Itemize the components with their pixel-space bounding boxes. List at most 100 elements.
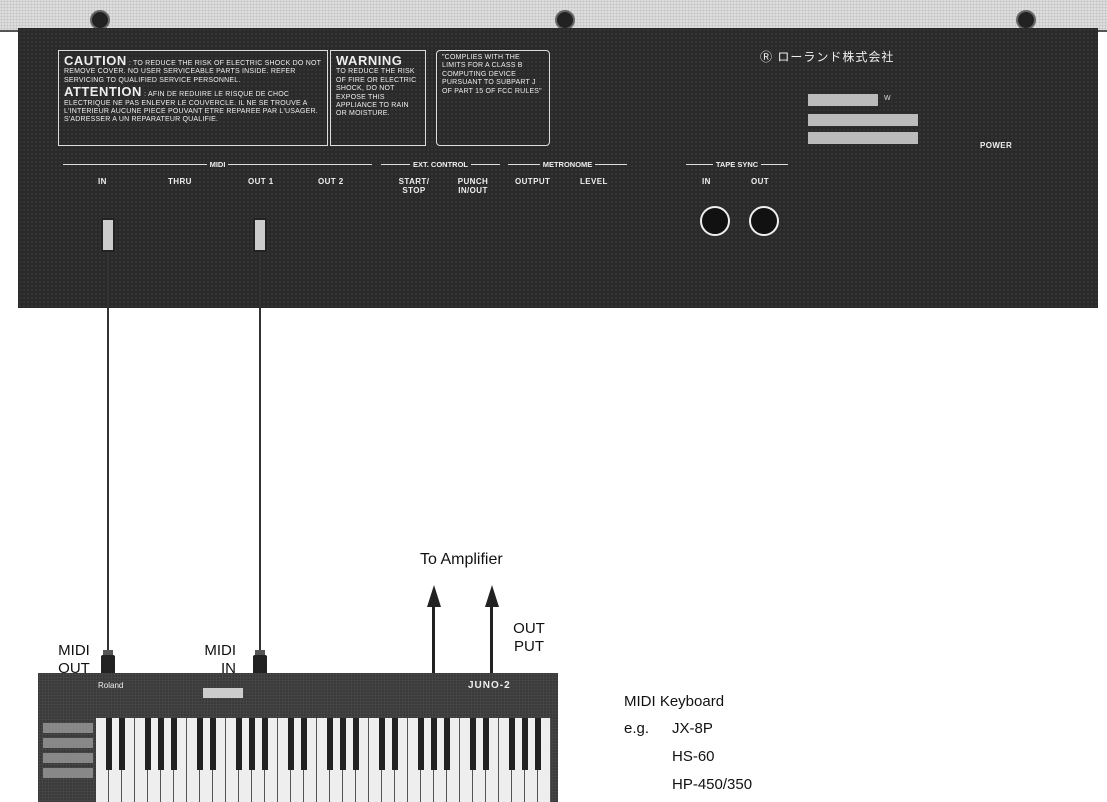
tape-out-jack-icon bbox=[749, 206, 779, 236]
port-label-metronome-level: LEVEL bbox=[580, 177, 608, 186]
attention-title: ATTENTION bbox=[64, 84, 142, 100]
black-key bbox=[509, 718, 515, 770]
white-key bbox=[109, 718, 125, 802]
arrow-shaft bbox=[490, 605, 493, 675]
arrow-up-icon bbox=[427, 585, 441, 607]
black-key bbox=[288, 718, 294, 770]
port-label-metronome-output: OUTPUT bbox=[515, 177, 551, 186]
black-key bbox=[353, 718, 359, 770]
midi-group-label: MIDI bbox=[209, 160, 226, 169]
warning-text: TO REDUCE THE RISK OF FIRE OR ELECTRIC S… bbox=[336, 68, 417, 118]
keyboard-brand: Roland bbox=[98, 681, 124, 690]
black-key bbox=[171, 718, 177, 770]
tape-sync-group-label: TAPE SYNC bbox=[715, 160, 759, 169]
port-label-tape-out: OUT bbox=[751, 177, 770, 186]
white-key bbox=[278, 718, 294, 802]
white-key bbox=[239, 718, 255, 802]
fcc-label: "COMPLIES WITH THE LIMITS FOR A CLASS B … bbox=[436, 50, 550, 146]
maker-name: Ⓡ ローランド株式会社 bbox=[760, 50, 895, 64]
white-key bbox=[174, 718, 187, 802]
black-key bbox=[249, 718, 255, 770]
plug-cap-icon bbox=[103, 650, 113, 655]
white-key bbox=[161, 718, 177, 802]
black-key bbox=[392, 718, 398, 770]
midi-keyboard: Roland JUNO-2 bbox=[38, 673, 558, 802]
white-key bbox=[200, 718, 216, 802]
port-label-midi-out1: OUT 1 bbox=[248, 177, 274, 186]
ext-control-group-label: EXT. CONTROL bbox=[413, 160, 469, 169]
white-key bbox=[382, 718, 398, 802]
metronome-group-label: METRONOME bbox=[542, 160, 593, 169]
black-key bbox=[379, 718, 385, 770]
port-label-start-stop: START/ STOP bbox=[398, 177, 430, 195]
keyboard-display bbox=[203, 688, 243, 698]
white-key bbox=[421, 718, 437, 802]
keyboard-keys bbox=[96, 718, 551, 802]
black-key bbox=[444, 718, 450, 770]
black-key bbox=[483, 718, 489, 770]
midi-cable-left bbox=[107, 252, 109, 654]
white-key bbox=[330, 718, 346, 802]
white-key bbox=[265, 718, 278, 802]
white-key bbox=[356, 718, 369, 802]
black-key bbox=[431, 718, 437, 770]
black-key bbox=[236, 718, 242, 770]
midi-in-label: MIDI IN bbox=[204, 642, 236, 677]
rating-plate bbox=[808, 94, 878, 106]
white-key bbox=[135, 718, 151, 802]
tape-in-jack-icon bbox=[700, 206, 730, 236]
arrow-shaft bbox=[432, 605, 435, 675]
black-key bbox=[262, 718, 268, 770]
white-key bbox=[343, 718, 359, 802]
white-key bbox=[304, 718, 317, 802]
port-label-tape-in: IN bbox=[702, 177, 711, 186]
port-label-punch: PUNCH IN/OUT bbox=[457, 177, 489, 195]
rating-plate-unit: W bbox=[884, 95, 891, 102]
black-key bbox=[418, 718, 424, 770]
white-key bbox=[291, 718, 307, 802]
arrow-up-icon bbox=[485, 585, 499, 607]
ext-control-group-header: EXT. CONTROL bbox=[378, 160, 503, 169]
example-prefix: e.g. bbox=[624, 720, 650, 737]
port-label-midi-thru: THRU bbox=[168, 177, 192, 186]
midi-out-label: MIDI OUT bbox=[58, 642, 90, 677]
white-key bbox=[252, 718, 268, 802]
keyboard-caption: MIDI Keyboard bbox=[624, 693, 725, 710]
white-key bbox=[525, 718, 541, 802]
white-key bbox=[499, 718, 515, 802]
white-key bbox=[187, 718, 203, 802]
white-key bbox=[148, 718, 164, 802]
black-key bbox=[340, 718, 346, 770]
screw-icon bbox=[90, 10, 110, 30]
white-key bbox=[395, 718, 408, 802]
top-lid bbox=[0, 0, 1107, 32]
white-key bbox=[96, 718, 112, 802]
tape-sync-group-header: TAPE SYNC bbox=[683, 160, 791, 169]
midi-cable-right bbox=[259, 252, 261, 654]
example-model: HS-60 bbox=[672, 748, 715, 765]
warning-label: WARNING TO REDUCE THE RISK OF FIRE OR EL… bbox=[330, 50, 426, 146]
rating-plate bbox=[808, 114, 918, 126]
white-key bbox=[408, 718, 424, 802]
white-key bbox=[460, 718, 476, 802]
plug-cap-icon bbox=[255, 650, 265, 655]
white-key bbox=[369, 718, 385, 802]
example-model: JX-8P bbox=[672, 720, 713, 737]
screw-icon bbox=[555, 10, 575, 30]
midi-group-header: MIDI bbox=[60, 160, 375, 169]
white-key bbox=[122, 718, 135, 802]
port-label-midi-out2: OUT 2 bbox=[318, 177, 344, 186]
white-key bbox=[213, 718, 226, 802]
keyboard-model: JUNO-2 bbox=[468, 680, 511, 691]
black-key bbox=[210, 718, 216, 770]
white-key bbox=[447, 718, 460, 802]
black-key bbox=[145, 718, 151, 770]
port-label-midi-in: IN bbox=[98, 177, 107, 186]
output-label: OUT PUT bbox=[513, 620, 545, 655]
warning-title: WARNING bbox=[336, 53, 403, 68]
rear-panel: CAUTION : TO REDUCE THE RISK OF ELECTRIC… bbox=[18, 28, 1098, 308]
black-key bbox=[119, 718, 125, 770]
white-key bbox=[317, 718, 333, 802]
white-key bbox=[434, 718, 450, 802]
